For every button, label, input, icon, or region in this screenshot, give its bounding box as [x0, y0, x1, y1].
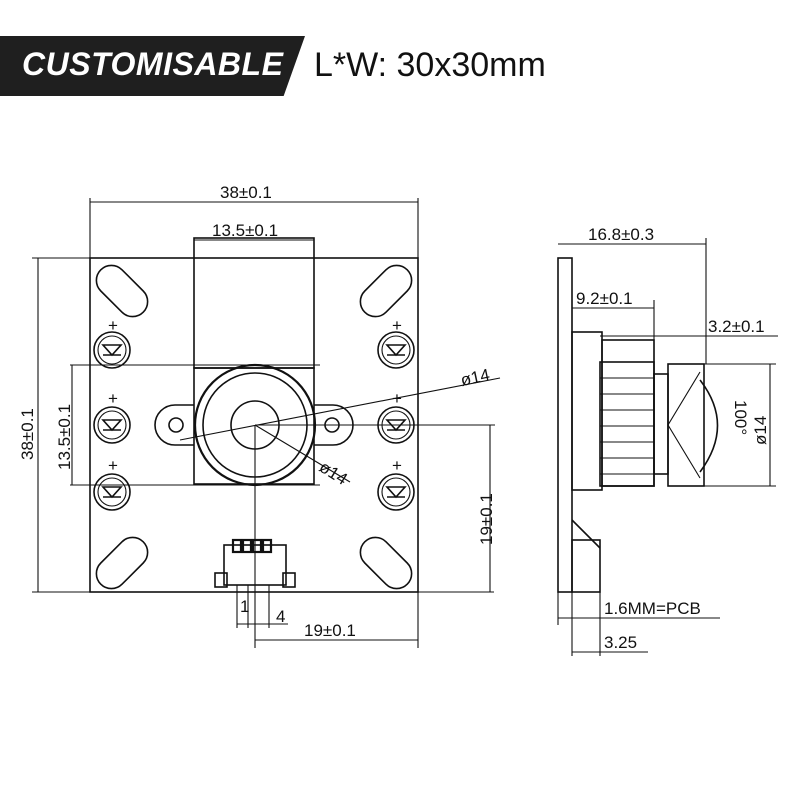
- led: [377, 473, 415, 511]
- mounting-slots: [95, 264, 413, 590]
- board-width-dim: 38±0.1: [220, 183, 272, 202]
- lens-diameter-inner-dim: ø14: [316, 457, 351, 489]
- connector-side: [571, 539, 601, 593]
- banner: CUSTOMISABLE L*W: 30x30mm: [0, 36, 800, 96]
- pin-4-label: 4: [276, 607, 285, 626]
- connector-depth-dim: 3.25: [604, 633, 637, 652]
- ear-hole: [168, 417, 184, 433]
- holder-width-dim: 13.5±0.1: [212, 221, 278, 240]
- view-angle-dim: 100°: [731, 400, 750, 435]
- led-column-right: + + +: [377, 316, 415, 511]
- led: [93, 331, 131, 369]
- pin-1-label: 1: [240, 597, 249, 616]
- mounting-slot: [95, 536, 149, 590]
- badge-label: CUSTOMISABLE: [22, 46, 284, 82]
- led-plus-label: +: [108, 389, 118, 408]
- led: [377, 331, 415, 369]
- led: [93, 473, 131, 511]
- lens-dome: [699, 379, 719, 473]
- holder-depth-dim: 9.2±0.1: [576, 289, 633, 308]
- lens-barrel: [599, 361, 655, 487]
- lens-neck: [653, 373, 669, 475]
- led-plus-label: +: [392, 316, 402, 335]
- led-column-left: + + +: [93, 316, 131, 511]
- board-height-dim: 38±0.1: [18, 408, 37, 460]
- mounting-slot: [359, 536, 413, 590]
- center-to-bottom-dim: 19±0.1: [477, 493, 496, 545]
- lens-front: [667, 363, 705, 487]
- holder-base-side: [571, 331, 603, 491]
- side-lens-diameter-dim: ø14: [751, 416, 770, 445]
- customisable-badge: CUSTOMISABLE: [0, 36, 305, 96]
- lens-depth-dim: 3.2±0.1: [708, 317, 765, 336]
- side-view: 16.8±0.3 9.2±0.1 3.2±0.1 100° ø14 1.6MM=…: [557, 225, 778, 656]
- front-view: + + + + + +: [18, 183, 501, 648]
- led: [93, 406, 131, 444]
- mounting-slot: [359, 264, 413, 318]
- led-plus-label: +: [108, 316, 118, 335]
- holder-ear-left: [154, 404, 194, 446]
- overall-depth-dim: 16.8±0.3: [588, 225, 654, 244]
- view-angle: [667, 371, 701, 479]
- pcb-thickness-dim: 1.6MM=PCB: [604, 599, 701, 618]
- holder-height-dim: 13.5±0.1: [55, 404, 74, 470]
- led-plus-label: +: [392, 456, 402, 475]
- size-label: L*W: 30x30mm: [314, 46, 546, 84]
- lens-diameter-outer-dim: ø14: [459, 365, 492, 390]
- mounting-slot: [95, 264, 149, 318]
- pcb-side: [557, 257, 573, 593]
- center-to-right-dim: 19±0.1: [304, 621, 356, 640]
- led-plus-label: +: [108, 456, 118, 475]
